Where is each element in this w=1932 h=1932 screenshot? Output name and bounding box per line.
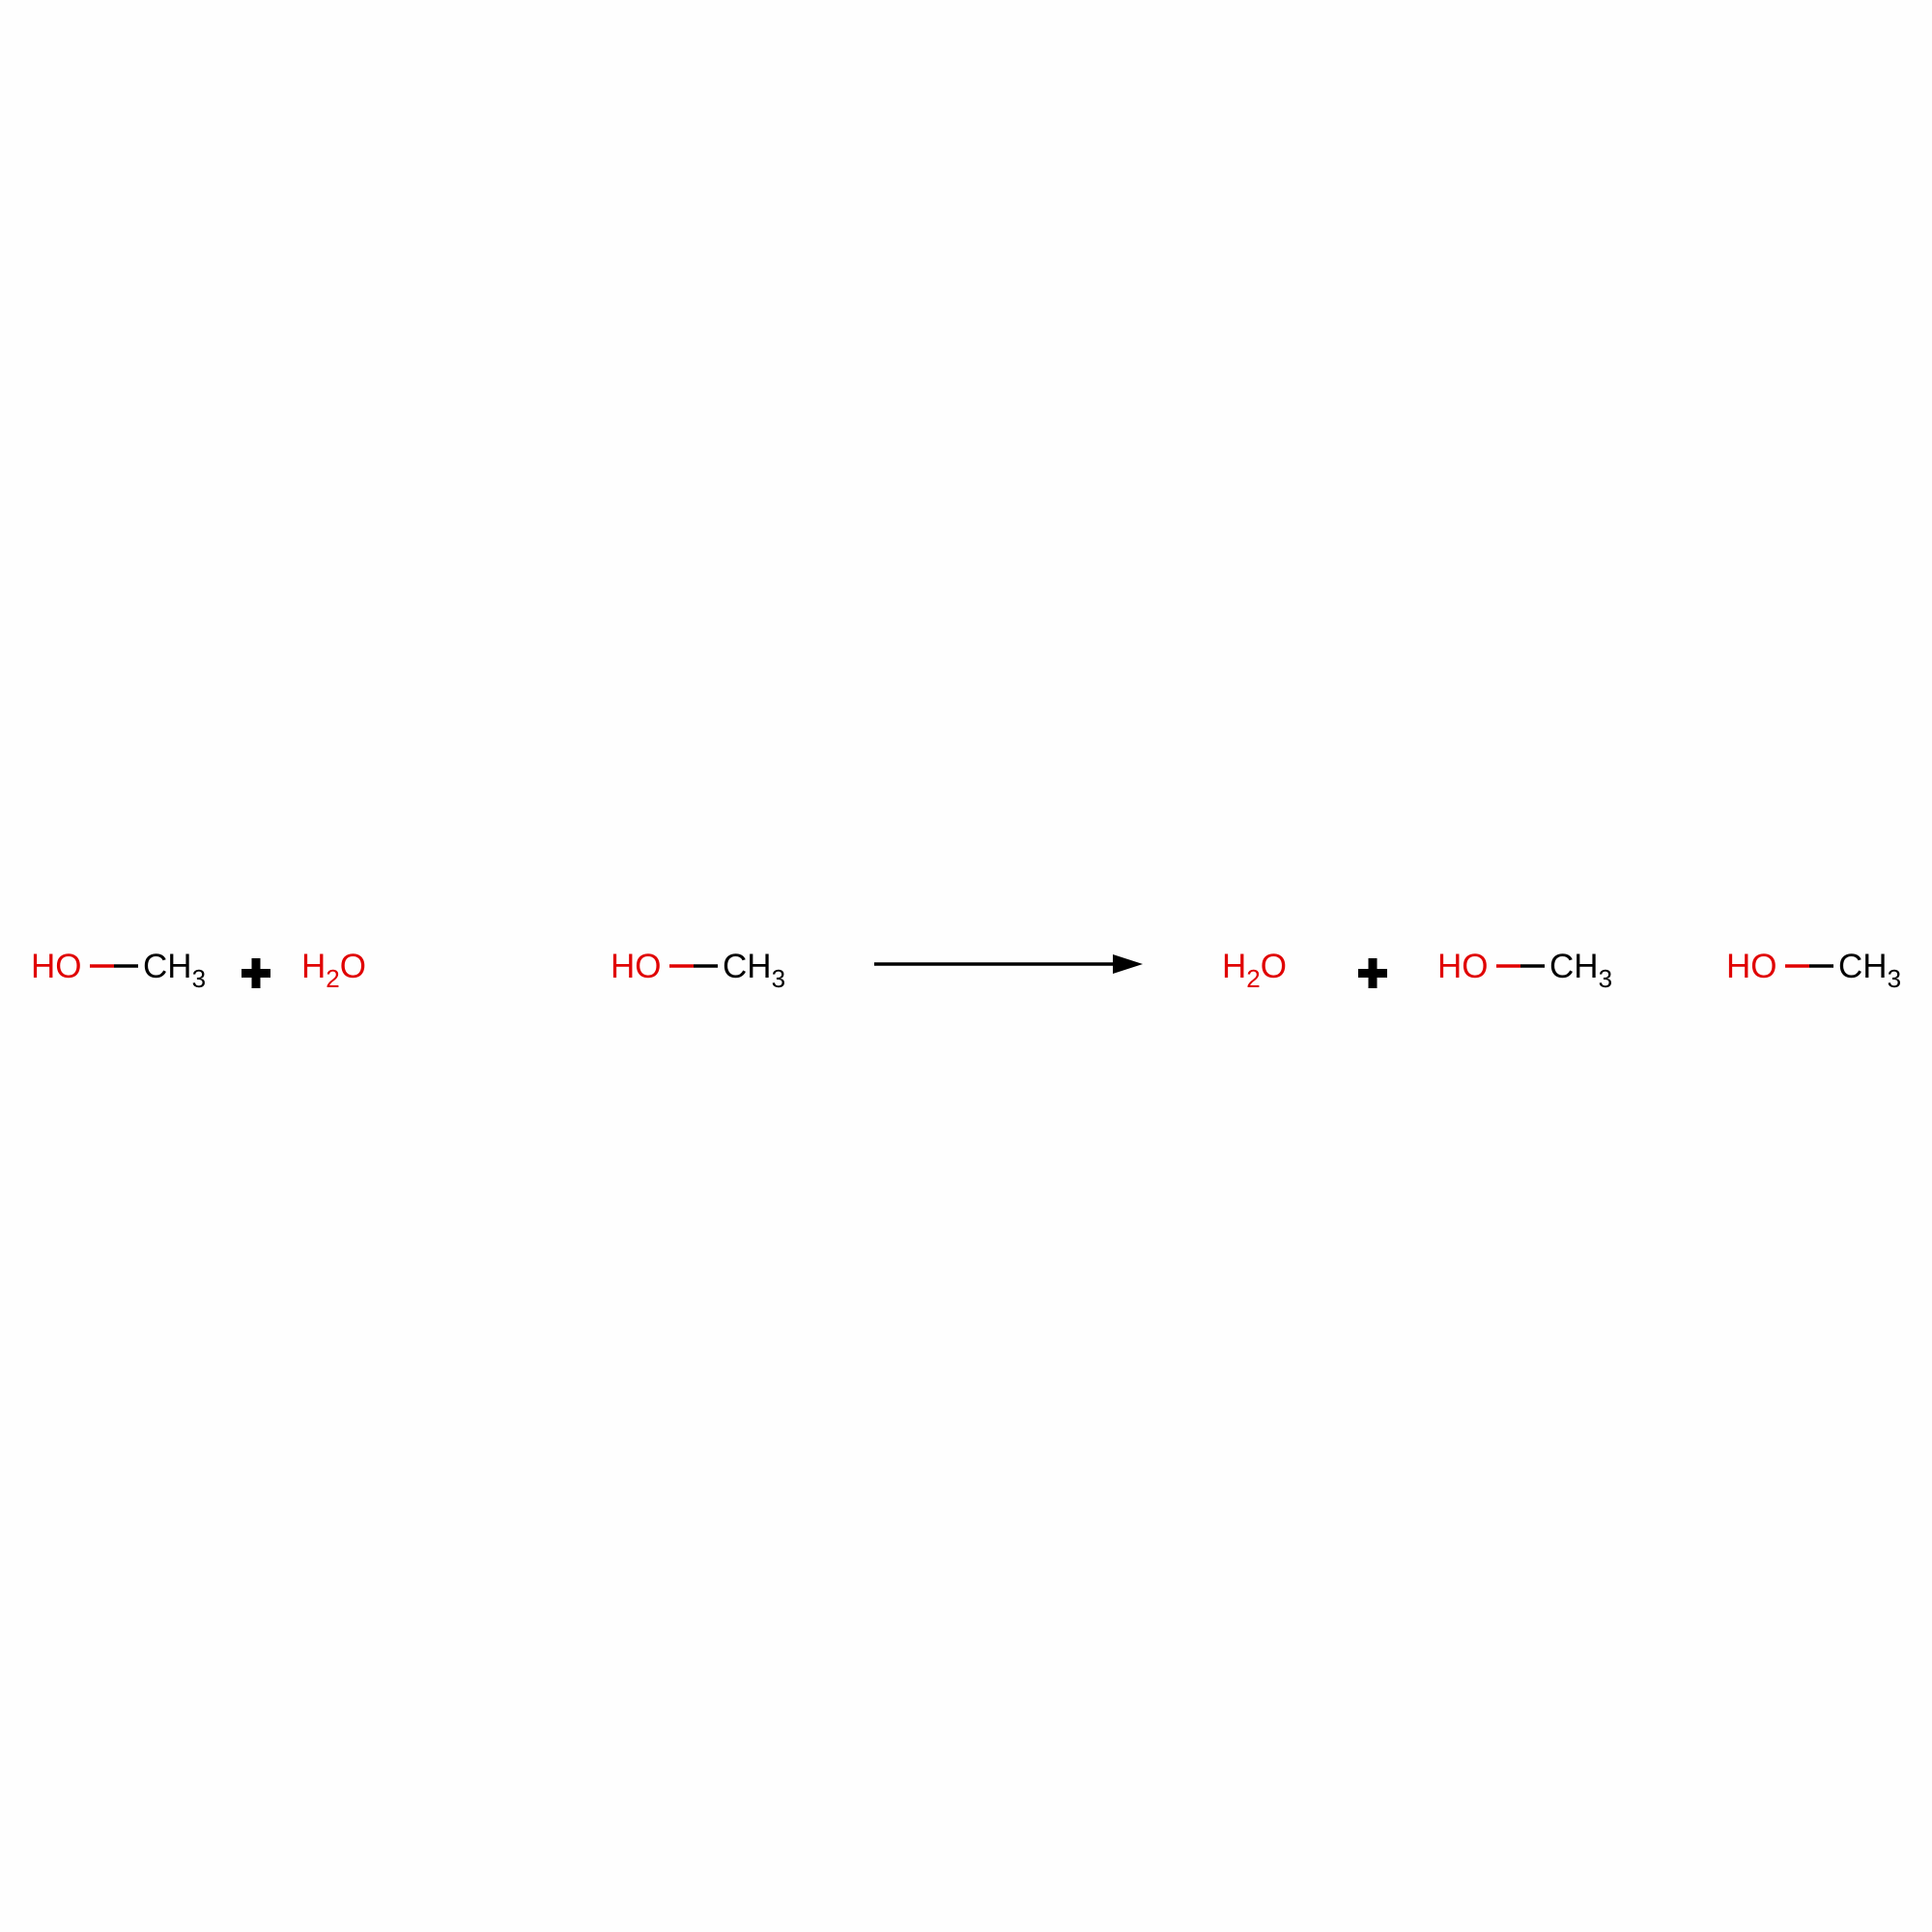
product-water: H2O [1222,948,1287,993]
plus-sign-1 [242,958,270,988]
arrow-head-icon [1113,954,1143,974]
methanol-methyl-label: CH3 [1549,948,1612,993]
plus-sign-2 [1358,958,1387,988]
water-label: H2O [1222,948,1287,993]
agent-hydroxyl-label: HO [611,948,662,985]
extra-methanol: HO CH3 [1726,948,1901,993]
methanol-hydroxyl-label: HO [1437,948,1489,985]
methanol-methyl-label: CH3 [1838,948,1901,993]
methanol-hydroxyl-label: HO [1726,948,1777,985]
agent-methyl-label: CH3 [723,948,785,993]
methanol-methyl-label: CH3 [143,948,206,993]
water-label: H2O [301,948,366,993]
methanol-hydroxyl-label: HO [31,948,82,985]
reactant-methanol: HO CH3 [31,948,206,993]
product-methanol: HO CH3 [1437,948,1612,993]
reaction-arrow [874,954,1143,974]
reactant-water: H2O [301,948,366,993]
agent-methanol: HO CH3 [611,948,785,993]
